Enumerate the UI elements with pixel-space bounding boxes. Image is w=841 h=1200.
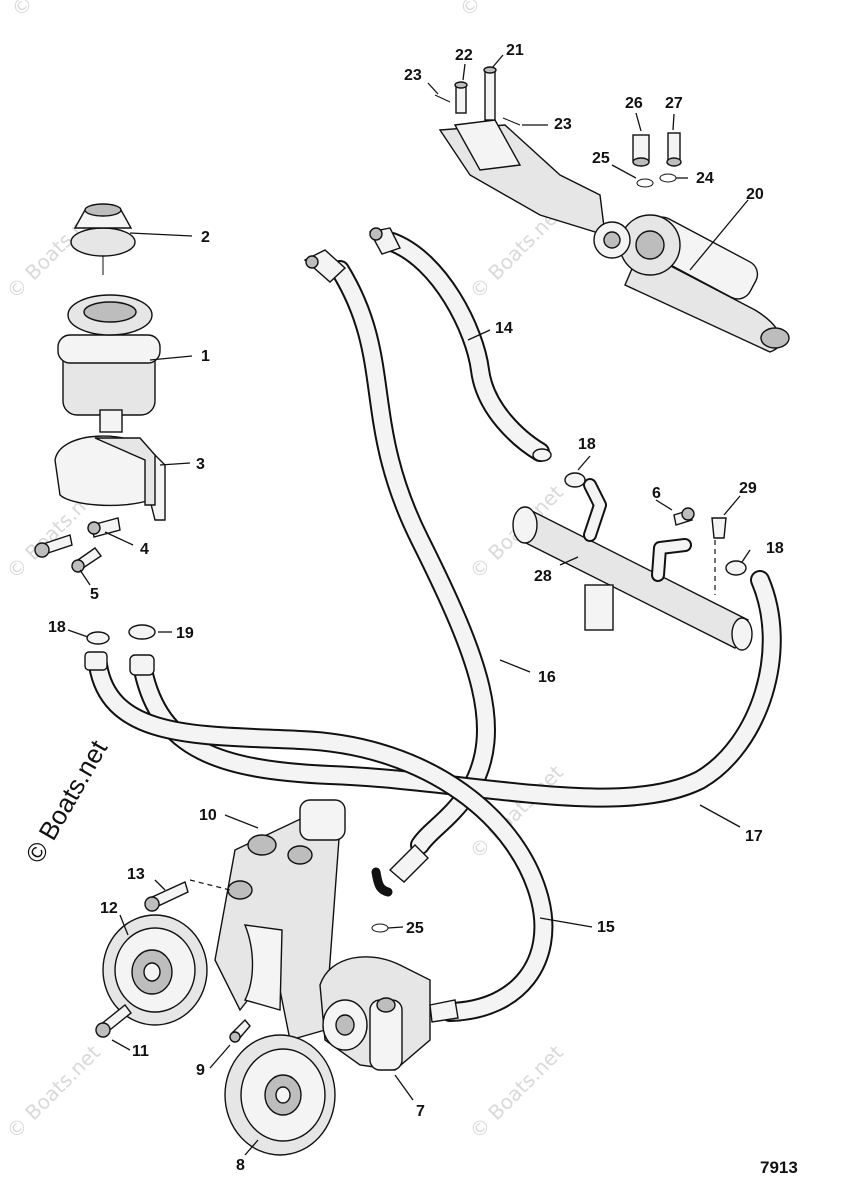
callout-25a: 25: [592, 150, 610, 167]
reservoir-bracket: [54, 435, 166, 521]
callout-3: 3: [196, 456, 205, 473]
callout-4: 4: [140, 541, 149, 558]
pulley-bolts: [95, 879, 251, 1043]
hoses: [88, 232, 782, 1022]
callout-10: 10: [199, 807, 217, 824]
callout-1: 1: [201, 348, 210, 365]
callout-25b: 25: [406, 920, 424, 937]
callout-27: 27: [665, 95, 683, 112]
fittings-26-27: [632, 132, 682, 188]
callout-18a: 18: [578, 436, 596, 453]
callout-24: 24: [696, 170, 714, 187]
callout-2: 2: [201, 229, 210, 246]
reservoir: [57, 294, 161, 433]
callout-8: 8: [236, 1157, 245, 1174]
callout-9: 9: [196, 1062, 205, 1079]
pins: [434, 66, 521, 126]
watermark-6: © Boats.net: [2, 1040, 105, 1143]
callout-28: 28: [534, 568, 552, 585]
cooler-hardware: [564, 472, 747, 576]
reservoir-cap: [70, 203, 136, 275]
hose-14: [382, 232, 550, 462]
callout-20: 20: [746, 186, 764, 203]
callout-14: 14: [495, 320, 513, 337]
clamps-left: [84, 624, 156, 676]
callout-11: 11: [132, 1043, 149, 1060]
callout-18b: 18: [48, 619, 66, 636]
callout-16: 16: [538, 669, 556, 686]
elbow-fittings: [303, 227, 552, 462]
callout-29: 29: [739, 480, 757, 497]
pump-pulley: [224, 1034, 336, 1156]
diagram-part-id: 7913: [760, 1158, 798, 1177]
watermark-9: © Boats.net: [455, 0, 558, 22]
leader-lines: [67, 54, 751, 1156]
watermark-8: © Boats.net: [7, 0, 110, 22]
watermark-7: © Boats.net: [465, 1040, 568, 1143]
callout-7: 7: [416, 1103, 425, 1120]
callout-22: 22: [455, 47, 473, 64]
callout-21: 21: [506, 42, 524, 59]
pressure-hose-fitting: [371, 844, 429, 897]
callout-15: 15: [597, 919, 615, 936]
oil-cooler: [512, 478, 753, 651]
side-watermark: © Boats.net: [19, 734, 113, 868]
callout-13: 13: [127, 866, 145, 883]
callout-18c: 18: [766, 540, 784, 557]
callout-26: 26: [625, 95, 643, 112]
callouts: 1 2 3 4 5 6 7 8 9 10 11 12 13 14 15 16 1…: [48, 42, 784, 1174]
callout-17: 17: [745, 828, 763, 845]
pump-bracket: [214, 799, 346, 1041]
callout-6: 6: [652, 485, 661, 502]
callout-23a: 23: [404, 67, 422, 84]
callout-23b: 23: [554, 116, 572, 133]
bolts-4-5: [34, 517, 121, 573]
idler-pulley: [102, 914, 208, 1026]
callout-19: 19: [176, 625, 194, 642]
power-steering-pump: [319, 923, 459, 1071]
callout-5: 5: [90, 586, 99, 603]
steering-actuator: [438, 119, 790, 353]
callout-12: 12: [100, 900, 118, 917]
